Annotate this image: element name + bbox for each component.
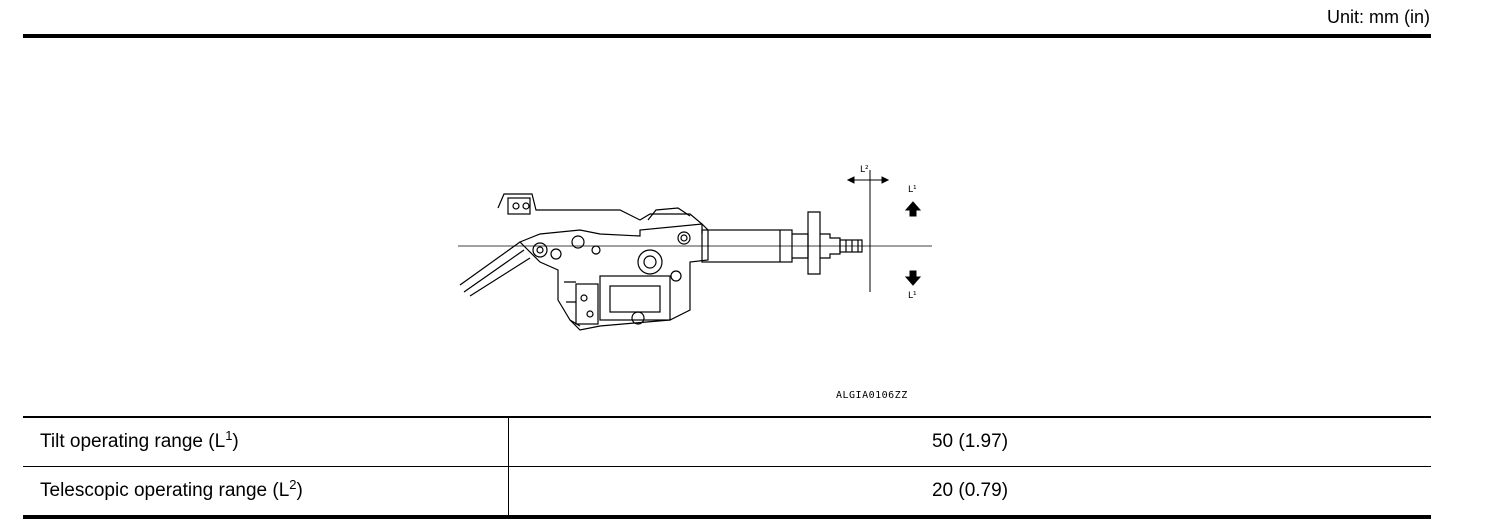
table-row: Tilt operating range (L1) 50 (1.97) xyxy=(23,416,1431,467)
top-rule xyxy=(23,34,1431,38)
unit-label: Unit: mm (in) xyxy=(1327,7,1430,27)
tilt-range-value: 50 (1.97) xyxy=(508,416,1431,467)
l1-up-callout: L¹ xyxy=(908,185,917,195)
l2-callout: L² xyxy=(860,165,869,175)
telescopic-range-label: Telescopic operating range (L2) xyxy=(23,466,509,519)
table-row: Telescopic operating range (L2) 20 (0.79… xyxy=(23,466,1431,519)
tilt-range-label: Tilt operating range (L1) xyxy=(23,416,509,467)
l1-down-callout: L¹ xyxy=(908,291,917,301)
telescopic-range-value: 20 (0.79) xyxy=(508,466,1431,519)
steering-column-illustration: L² L¹ L¹ xyxy=(458,165,932,331)
operating-range-table: Tilt operating range (L1) 50 (1.97) Tele… xyxy=(23,416,1431,519)
figure-code: ALGIA0106ZZ xyxy=(836,390,908,401)
